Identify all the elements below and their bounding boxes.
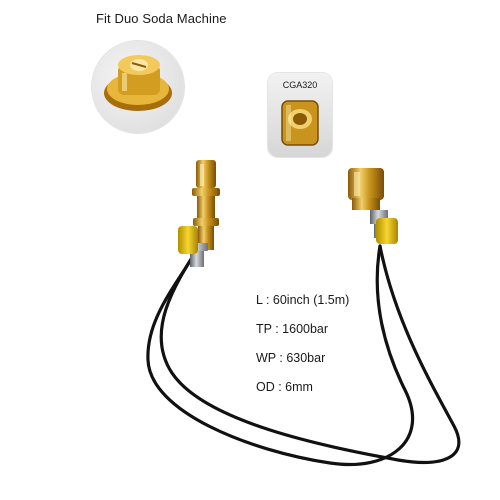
brass-connector-closeup-icon bbox=[104, 55, 172, 111]
hose-strand-left bbox=[159, 244, 461, 464]
spec-length: L : 60inch (1.5m) bbox=[256, 293, 350, 307]
hose-strand-right bbox=[146, 244, 415, 466]
spec-outer-diameter: OD : 6mm bbox=[256, 380, 313, 394]
spec-test-pressure: TP : 1600bar bbox=[256, 322, 329, 336]
fit-title: Fit Duo Soda Machine bbox=[96, 11, 227, 26]
spec-working-pressure: WP : 630bar bbox=[256, 351, 326, 365]
cga320-nut-fitting bbox=[348, 168, 384, 210]
left-yellow-collar bbox=[178, 226, 198, 254]
cga320-label: CGA320 bbox=[282, 80, 318, 90]
cga320-nut-closeup-icon bbox=[281, 100, 319, 146]
cga320-closeup-badge: CGA320 bbox=[268, 73, 332, 157]
right-yellow-collar bbox=[376, 218, 398, 244]
connector-closeup-badge bbox=[92, 41, 184, 133]
spec-list: L : 60inch (1.5m) TP : 1600bar WP : 630b… bbox=[256, 292, 349, 408]
